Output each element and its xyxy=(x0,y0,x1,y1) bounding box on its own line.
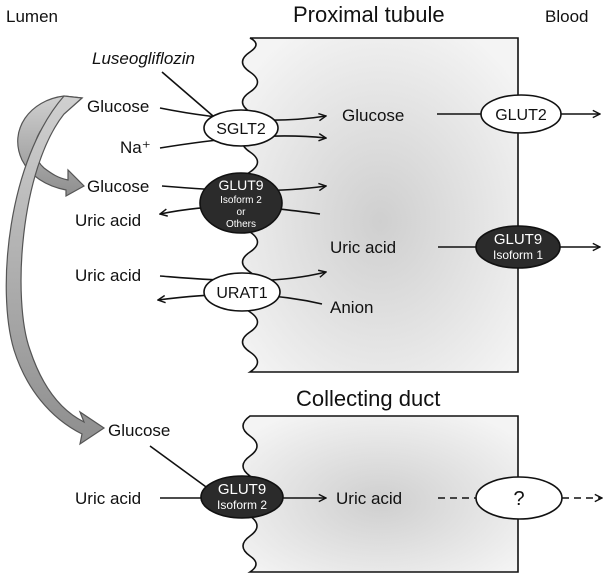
urat1-label: URAT1 xyxy=(216,285,267,302)
transporter-sglt2: SGLT2 xyxy=(203,109,279,147)
glut9-iso1-line2: Isoform 1 xyxy=(493,248,543,262)
transporter-glut2: GLUT2 xyxy=(480,94,562,134)
transporter-glut9-iso1: GLUT9 Isoform 1 xyxy=(475,225,561,269)
label-anion: Anion xyxy=(330,298,373,317)
label-luseogliflozin: Luseogliflozin xyxy=(92,49,195,68)
label-glucose-lumen-2: Glucose xyxy=(87,177,149,196)
glut9-other-line4: Others xyxy=(226,219,256,230)
inhibition-line xyxy=(161,71,214,117)
transporter-glut9-iso2-or-others: GLUT9 Isoform 2 or Others xyxy=(199,172,283,234)
glut9-other-line1: GLUT9 xyxy=(218,177,263,193)
glut9-cd-line1: GLUT9 xyxy=(218,481,266,498)
label-uric-acid-lumen-cd: Uric acid xyxy=(75,489,141,508)
label-glucose-cell: Glucose xyxy=(342,106,404,125)
label-glucose-lumen-1: Glucose xyxy=(87,97,149,116)
transporter-glut9-iso2-cd: GLUT9 Isoform 2 xyxy=(200,475,284,519)
header-collecting-duct: Collecting duct xyxy=(296,386,440,411)
glut9-cd-line2: Isoform 2 xyxy=(217,498,267,512)
label-uric-acid-cell-cd: Uric acid xyxy=(336,489,402,508)
label-glucose-lumen-cd: Glucose xyxy=(108,421,170,440)
glut9-other-line3: or xyxy=(237,207,247,218)
glut2-label: GLUT2 xyxy=(495,107,547,124)
header-proximal-tubule: Proximal tubule xyxy=(293,2,445,27)
transporter-unknown: ? xyxy=(475,476,563,520)
transporter-urat1: URAT1 xyxy=(203,272,281,312)
label-uric-acid-cell: Uric acid xyxy=(330,238,396,257)
header-lumen: Lumen xyxy=(6,7,58,26)
unknown-transporter-label: ? xyxy=(513,488,524,510)
header-blood: Blood xyxy=(545,7,588,26)
glut9-iso1-line1: GLUT9 xyxy=(494,231,542,248)
glucose-redistribution-arrows xyxy=(5,95,106,446)
sglt2-label: SGLT2 xyxy=(216,121,266,138)
glucose-cd-line xyxy=(149,445,214,493)
proximal-tubule-cell xyxy=(241,37,519,373)
glut9-other-line2: Isoform 2 xyxy=(220,195,262,206)
curved-arrow-lower xyxy=(5,95,106,446)
label-na: Na⁺ xyxy=(120,138,151,157)
label-uric-acid-lumen-2: Uric acid xyxy=(75,266,141,285)
label-uric-acid-lumen-1: Uric acid xyxy=(75,211,141,230)
